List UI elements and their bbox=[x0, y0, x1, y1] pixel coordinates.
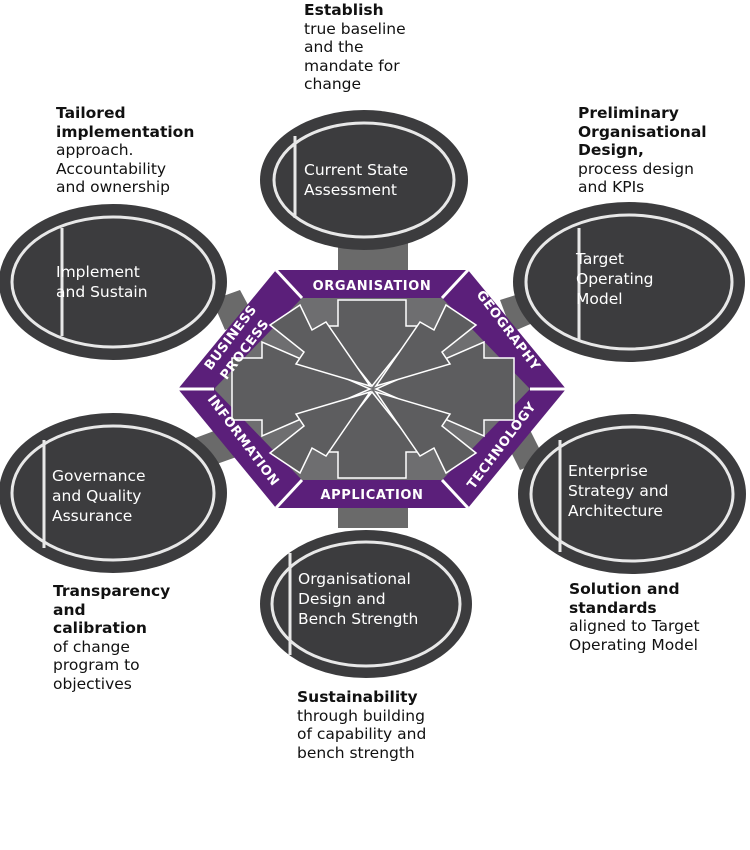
desc-line: true baseline bbox=[304, 19, 406, 38]
node-governance: Governance and Quality Assurance bbox=[0, 413, 227, 573]
connector-bottom bbox=[338, 506, 408, 528]
desc-line: aligned to Target bbox=[569, 617, 700, 635]
desc-line: mandate for bbox=[304, 56, 400, 75]
desc-line: Accountability bbox=[56, 159, 167, 178]
node-label-line1: Current State bbox=[304, 161, 408, 179]
node-label-line2: Operating bbox=[576, 270, 654, 288]
segment-separators bbox=[178, 268, 566, 510]
center-hexagon: ORGANISATION APPLICATION GEOGRAPHY TECHN… bbox=[178, 268, 566, 510]
segment-label-organisation: ORGANISATION bbox=[313, 279, 432, 294]
desc-bold: Transparency bbox=[53, 582, 171, 600]
node-organisational-design: Organisational Design and Bench Strength bbox=[260, 530, 472, 678]
node-label-line2: and Sustain bbox=[56, 283, 148, 301]
node-label-line3: Architecture bbox=[568, 502, 663, 520]
desc-bold: Establish bbox=[304, 1, 384, 19]
desc-line: bench strength bbox=[297, 743, 415, 762]
desc-line: of change bbox=[53, 637, 130, 656]
node-label-line1: Organisational bbox=[298, 570, 411, 588]
node-label-line2: Assessment bbox=[304, 181, 397, 199]
desc-tailored: Tailored implementation approach. Accoun… bbox=[56, 104, 194, 197]
node-label-line1: Implement bbox=[56, 263, 140, 281]
desc-line: and the bbox=[304, 38, 364, 56]
node-label-line1: Governance bbox=[52, 467, 146, 485]
arrow-lower-left bbox=[268, 390, 372, 475]
arrow-lower-right bbox=[374, 390, 478, 475]
desc-solution: Solution and standards aligned to Target… bbox=[569, 580, 700, 654]
desc-line: through building bbox=[297, 706, 425, 725]
desc-line: process design bbox=[578, 159, 694, 178]
desc-bold: Sustainability bbox=[297, 688, 418, 706]
arrow-upper-right bbox=[374, 303, 478, 388]
desc-line: program to bbox=[53, 656, 140, 674]
node-label-line3: Model bbox=[576, 290, 623, 308]
node-label-line3: Assurance bbox=[52, 507, 132, 525]
segment-label-application: APPLICATION bbox=[320, 488, 423, 503]
node-implement-sustain: Implement and Sustain bbox=[0, 204, 227, 360]
node-target-operating-model: Target Operating Model bbox=[513, 202, 745, 362]
desc-line: of capability and bbox=[297, 725, 427, 743]
node-current-state-assessment: Current State Assessment bbox=[260, 110, 468, 250]
desc-bold: calibration bbox=[53, 619, 147, 637]
desc-line: and KPIs bbox=[578, 178, 645, 196]
node-label-line2: and Quality bbox=[52, 487, 141, 505]
desc-sustainability: Sustainability through building of capab… bbox=[297, 688, 426, 762]
desc-bold: Organisational bbox=[578, 122, 707, 141]
node-enterprise-strategy: Enterprise Strategy and Architecture bbox=[518, 414, 746, 574]
desc-bold: Design, bbox=[578, 141, 644, 159]
node-label-line2: Design and bbox=[298, 590, 386, 608]
desc-line: objectives bbox=[53, 674, 132, 693]
center-arrows bbox=[231, 299, 515, 479]
desc-line: and ownership bbox=[56, 178, 171, 196]
desc-line: approach. bbox=[56, 141, 134, 159]
desc-bold: Preliminary bbox=[578, 104, 679, 122]
desc-bold: implementation bbox=[56, 122, 195, 141]
node-label-line1: Target bbox=[575, 250, 624, 268]
desc-bold: Tailored bbox=[56, 104, 126, 122]
desc-transparency: Transparency and calibration of change p… bbox=[53, 582, 170, 693]
desc-line: change bbox=[304, 75, 362, 93]
node-label-line2: Strategy and bbox=[568, 482, 669, 500]
desc-establish: Establish true baseline and the mandate … bbox=[304, 1, 406, 94]
arrow-upper-left bbox=[268, 303, 372, 388]
desc-preliminary: Preliminary Organisational Design, proce… bbox=[578, 104, 707, 197]
desc-bold: Solution and bbox=[569, 580, 680, 598]
node-label-line1: Enterprise bbox=[568, 462, 648, 480]
desc-bold: standards bbox=[569, 598, 657, 617]
desc-bold: and bbox=[53, 600, 86, 619]
node-label-line3: Bench Strength bbox=[298, 610, 418, 628]
desc-line: Operating Model bbox=[569, 635, 698, 654]
